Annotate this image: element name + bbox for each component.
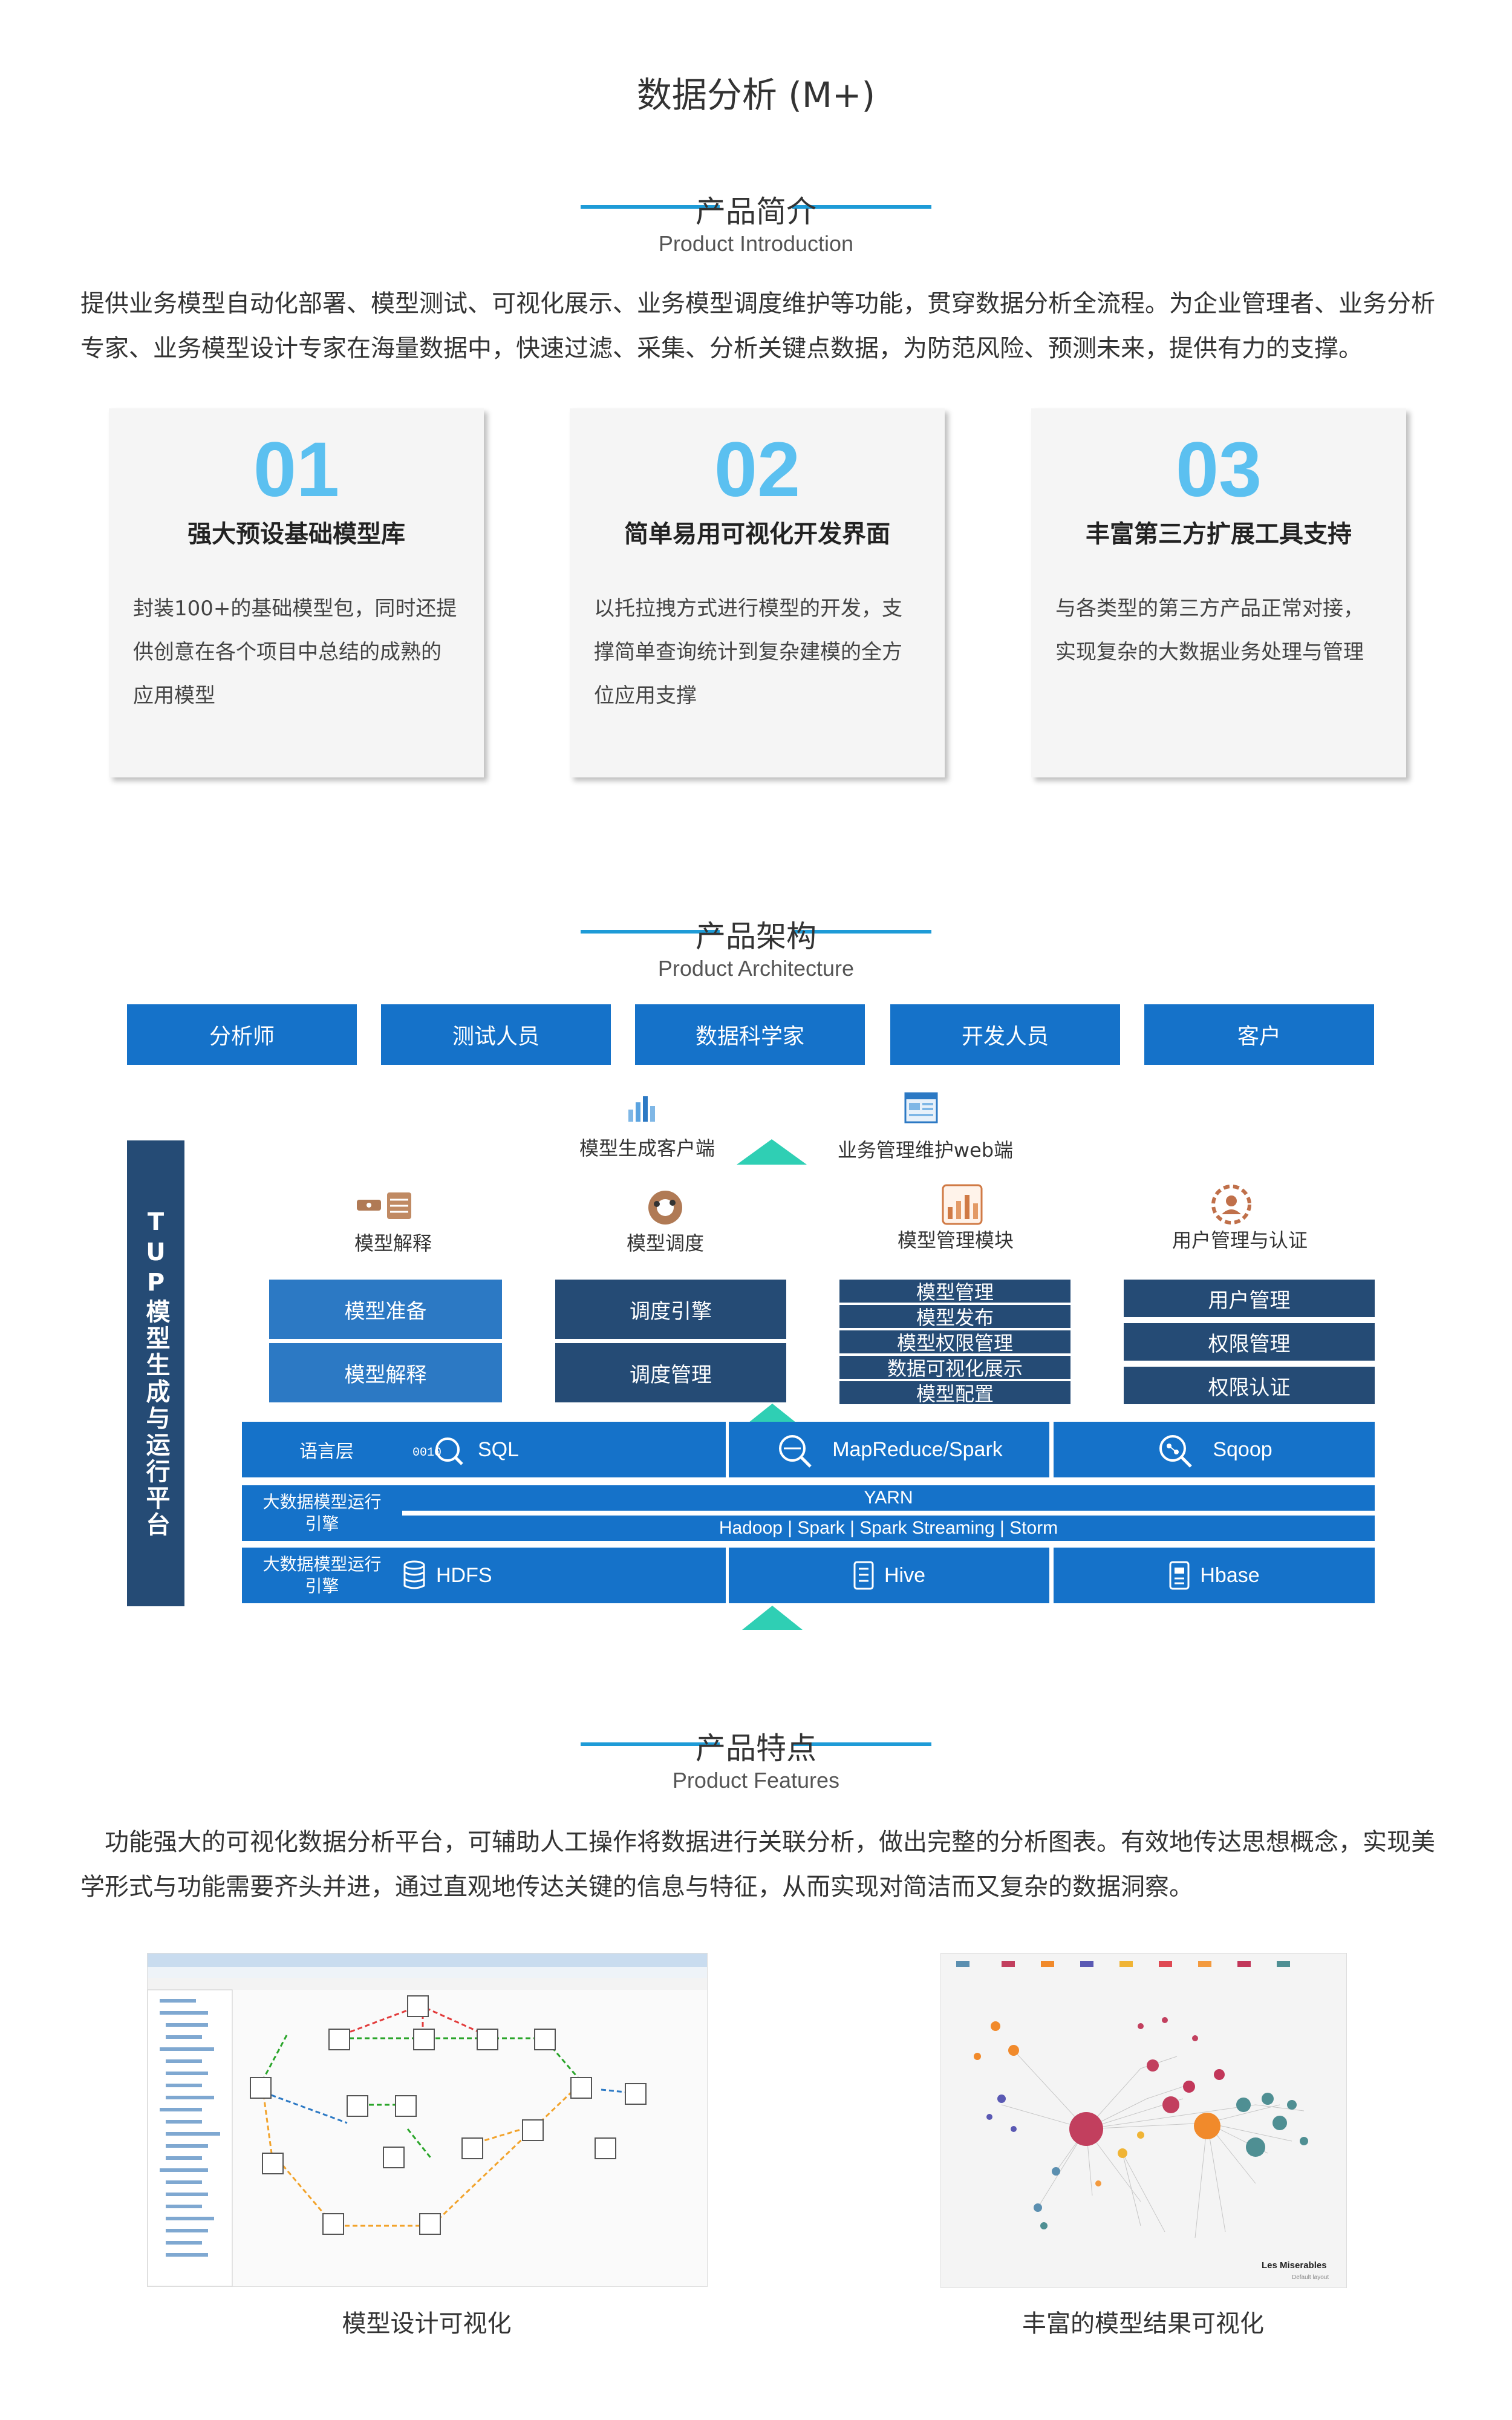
engine-label-text: 大数据模型运行引擎 [262,1492,382,1534]
section-line-left [581,1742,720,1746]
card-title: 简单易用可视化开发界面 [624,520,890,548]
card-number: 02 [714,427,801,513]
engine-yarn: YARN [402,1485,1375,1511]
section-line-right [792,930,931,934]
col4-user-manage: 用户管理 [1124,1280,1375,1317]
bar-chart-icon [628,1096,655,1122]
col4-permission-auth: 权限认证 [1124,1367,1375,1404]
features-subtitle: Product Features [672,1768,840,1793]
engine-hadoop-spark: Hadoop | Spark | Spark Streaming | Storm [402,1516,1375,1541]
platform-label-text: TUP模型生成与运行平台 [142,1208,170,1539]
card-desc: 封装100+的基础模型包，同时还提供创意在各个项目中总结的成熟的应用模型 [133,597,457,708]
page-title: 数据分析 (M+) [636,74,876,116]
col3-model-manage: 模型管理 [839,1280,1070,1304]
module-label-user: 用户管理与认证 [1171,1229,1308,1252]
workflow-diagram [147,1954,707,2287]
graph-title: Les Miserables [1262,2260,1327,2271]
svg-text:0010: 0010 [412,1446,442,1460]
lang-layer-sqoop: Sqoop [1054,1422,1375,1477]
client-label-web: 业务管理维护web端 [837,1139,1014,1162]
role-data-scientist: 数据科学家 [635,1004,865,1065]
arch-subtitle: Product Architecture [657,956,855,981]
section-line-left [581,930,720,934]
intro-paragraph: 提供业务模型自动化部署、模型测试、可视化展示、业务模型调度维护等功能，贯穿数据分… [80,290,1435,362]
network-search-icon [1159,1435,1193,1468]
network-graph: Les Miserables Default layout [956,1961,1329,2281]
card-desc: 以托拉拽方式进行模型的开发，支撑简单查询统计到复杂建模的全方位应用支撑 [594,597,902,708]
module-label-schedule: 模型调度 [626,1232,704,1255]
card-title: 强大预设基础模型库 [187,520,405,548]
client-label-model: 模型生成客户端 [579,1137,715,1160]
storage-layer-hdfs: 大数据模型运行引擎 HDFS [242,1548,726,1603]
database-icon [403,1560,425,1589]
feature-card-3: 03 丰富第三方扩展工具支持 与各类型的第三方产品正常对接，实现复杂的大数据业务… [1031,408,1406,777]
features-title: 产品特点 [696,1731,816,1766]
feature-card-2: 02 简单易用可视化开发界面 以托拉拽方式进行模型的开发，支撑简单查询统计到复杂… [570,408,945,777]
storage-layer-hive: Hive [729,1548,1049,1603]
up-arrow-triangle [742,1606,803,1630]
module-label-manage: 模型管理模块 [897,1229,1014,1252]
arch-title: 产品架构 [696,919,816,954]
model-designer-screenshot [147,1953,708,2287]
role-customer: 客户 [1144,1004,1374,1065]
up-arrow-triangle [737,1139,807,1165]
section-line-left [581,205,720,209]
storage-hdfs: HDFS [436,1563,492,1587]
section-line-right [792,205,931,209]
role-tester: 测试人员 [381,1004,611,1065]
web-window-icon [904,1092,938,1123]
storage-layer-label: 大数据模型运行引擎 [262,1554,382,1596]
col2-schedule-manage: 调度管理 [555,1343,786,1402]
network-graph-screenshot: Les Miserables Default layout [940,1953,1347,2288]
role-developer: 开发人员 [890,1004,1120,1065]
section-line-right [792,1742,931,1746]
lang-mapreduce: MapReduce/Spark [832,1437,1003,1461]
module-label-explain: 模型解释 [354,1232,432,1255]
caption-result-visual: 丰富的模型结果可视化 [1022,2310,1264,2338]
card-title: 丰富第三方扩展工具支持 [1086,520,1352,548]
col3-model-publish: 模型发布 [839,1305,1070,1329]
model-schedule-icon [648,1191,682,1225]
code-search-icon: 0010 [412,1437,463,1465]
lang-layer-mapreduce: MapReduce/Spark [729,1422,1049,1477]
col3-data-visual: 数据可视化展示 [839,1356,1070,1380]
card-number: 01 [253,427,340,513]
col2-schedule-engine: 调度引擎 [555,1280,786,1339]
col4-permission-manage: 权限管理 [1124,1323,1375,1361]
col1-model-explain: 模型解释 [269,1343,502,1402]
lang-layer-sql: 语言层 0010 SQL [242,1422,726,1477]
caption-model-design: 模型设计可视化 [342,2310,512,2338]
col3-model-config: 模型配置 [839,1381,1070,1405]
model-manage-icon [942,1184,983,1225]
card-number: 03 [1175,427,1262,513]
role-analyst: 分析师 [127,1004,357,1065]
magnifier-icon [779,1435,812,1468]
model-explain-icon [357,1192,411,1219]
col3-model-permission: 模型权限管理 [839,1330,1070,1355]
intro-title: 产品简介 [696,194,816,229]
lang-layer-label: 语言层 [299,1441,354,1462]
lang-sqoop: Sqoop [1213,1437,1272,1461]
storage-hbase: Hbase [1200,1563,1260,1587]
graph-subtitle: Default layout [1292,2274,1329,2281]
col1-model-prep: 模型准备 [269,1280,502,1339]
file-icon [1169,1561,1190,1590]
user-auth-icon [1211,1185,1251,1225]
feature-card-1: 01 强大预设基础模型库 封装100+的基础模型包，同时还提供创意在各个项目中总… [109,408,484,777]
intro-subtitle: Product Introduction [658,231,854,256]
features-paragraph: 功能强大的可视化数据分析平台，可辅助人工操作将数据进行关联分析，做出完整的分析图… [80,1828,1435,1901]
server-icon [853,1561,874,1590]
storage-hive: Hive [884,1563,926,1587]
platform-label: TUP模型生成与运行平台 [127,1140,184,1606]
card-desc: 与各类型的第三方产品正常对接，实现复杂的大数据业务处理与管理 [1055,597,1364,664]
engine-layer-label: 大数据模型运行引擎 [242,1485,402,1541]
storage-layer-hbase: Hbase [1054,1548,1375,1603]
lang-sql: SQL [478,1437,520,1461]
